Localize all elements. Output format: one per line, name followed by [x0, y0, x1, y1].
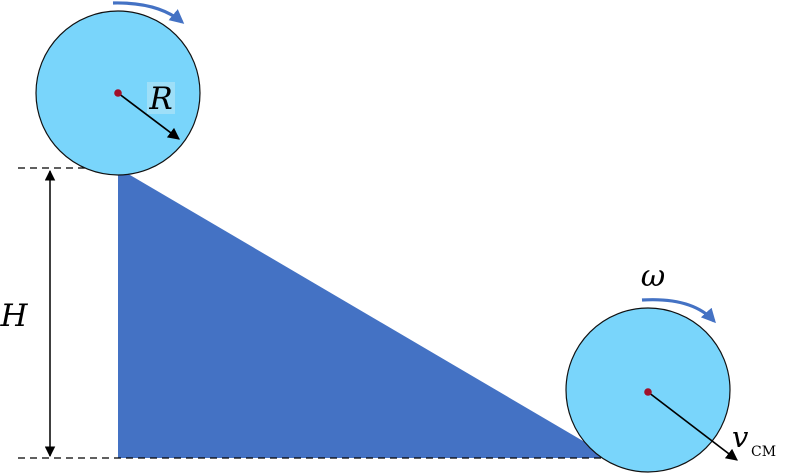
top-center-dot — [114, 89, 122, 97]
radius-label-highlight — [147, 82, 175, 114]
velocity-subscript-label: CM — [751, 444, 776, 460]
bottom-rotation-arrow-icon — [641, 298, 716, 324]
bottom-ball: ω v CM — [565, 259, 776, 473]
angular-velocity-label: ω — [641, 259, 665, 294]
velocity-arrow — [647, 391, 738, 461]
radius-label: R — [148, 81, 172, 117]
bottom-center-dot — [644, 388, 652, 396]
ramp — [118, 168, 612, 458]
top-radius-arrow — [117, 92, 180, 140]
velocity-label: v — [732, 420, 749, 454]
top-ball: R — [35, 1, 201, 176]
height-label: H — [0, 298, 28, 334]
top-rotation-arrow-icon — [112, 1, 185, 24]
